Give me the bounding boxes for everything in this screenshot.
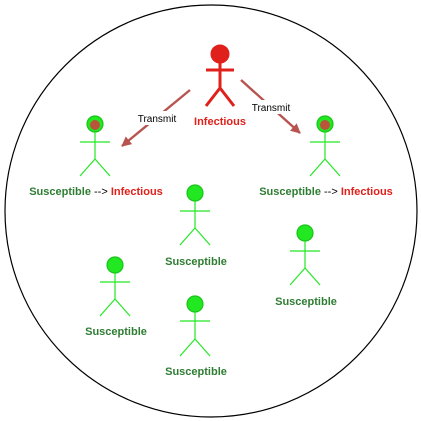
susceptible-label: Susceptible xyxy=(85,326,147,338)
transition-person-icon-right xyxy=(309,115,341,177)
susceptible-label: Susceptible xyxy=(165,366,227,378)
transmit-label-left-bg xyxy=(133,111,181,125)
population-boundary-circle xyxy=(4,4,418,418)
transmit-label-right: Transmit xyxy=(252,103,291,114)
susceptible-person-icon xyxy=(179,295,211,357)
transition-label-left: Susceptible --> Infectious xyxy=(29,186,163,198)
susceptible-person-icon xyxy=(99,256,131,317)
transmit-label-left: Transmit xyxy=(138,114,177,125)
susceptible-person-icon xyxy=(179,184,211,246)
transition-label-right: Susceptible --> Infectious xyxy=(259,186,393,198)
transmit-label-right-bg xyxy=(246,100,294,114)
infectious-person-icon xyxy=(204,44,236,107)
susceptible-person-icon xyxy=(289,224,321,286)
susceptible-label: Susceptible xyxy=(275,296,337,308)
transition-person-icon-left xyxy=(79,115,111,177)
infectious-label: Infectious xyxy=(194,116,246,128)
susceptible-label: Susceptible xyxy=(165,256,227,268)
